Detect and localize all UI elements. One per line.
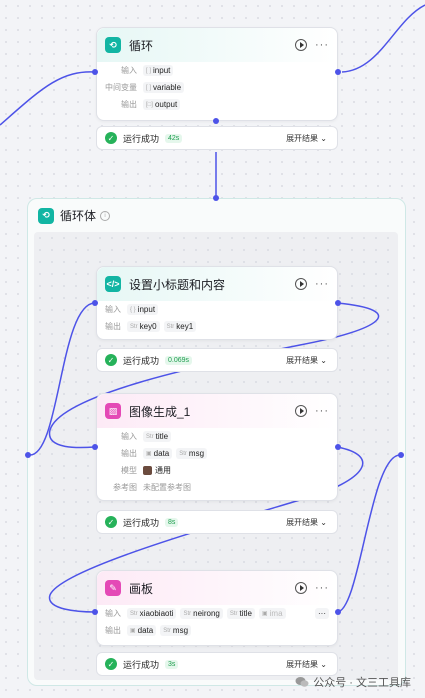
canvas-status: ✓ 运行成功 3s 展开结果 ⌄: [96, 652, 338, 676]
loop-body-title: 循环体: [60, 209, 97, 223]
subtitle-in-port[interactable]: [92, 300, 98, 306]
image-gen-node-header: ▨ 图像生成_1 ···: [97, 394, 337, 428]
expand-result-button[interactable]: 展开结果 ⌄: [286, 517, 327, 527]
canvas-node-title: 画板: [129, 581, 154, 596]
canvas-icon: ✎: [105, 580, 121, 596]
edge-top-right: [341, 4, 425, 73]
loop-in-port[interactable]: [92, 69, 98, 75]
loop-icon: ⟲: [105, 37, 121, 53]
image-status: ✓ 运行成功 8s 展开结果 ⌄: [96, 510, 338, 534]
success-check-icon: ✓: [105, 132, 117, 144]
canvas-node-header: ✎ 画板 ···: [97, 571, 337, 605]
expand-result-button[interactable]: 展开结果 ⌄: [286, 355, 327, 365]
more-icon[interactable]: ···: [315, 39, 329, 51]
loop-variable-row: 中间变量 [ ]variable: [97, 79, 337, 96]
more-tags-button[interactable]: ···: [315, 608, 329, 619]
wechat-icon: [295, 677, 309, 687]
loop-icon: ⟲: [38, 207, 54, 224]
loop-body-top-port[interactable]: [213, 195, 219, 201]
more-icon[interactable]: ···: [315, 405, 329, 417]
subtitle-out-port[interactable]: [335, 300, 341, 306]
expand-result-button[interactable]: 展开结果 ⌄: [286, 659, 327, 669]
loop-node[interactable]: ⟲ 循环 ··· 输入 [ ]input 中间变量 [ ]variable 输出…: [96, 27, 338, 121]
loop-input-row: 输入 [ ]input: [97, 62, 337, 79]
loop-body-left-port[interactable]: [25, 452, 31, 458]
subtitle-input-row: 输入 { }input: [97, 301, 337, 318]
success-check-icon: ✓: [105, 354, 117, 366]
run-icon[interactable]: [295, 278, 307, 290]
loop-out-port[interactable]: [335, 69, 341, 75]
more-icon[interactable]: ···: [315, 582, 329, 594]
subtitle-node-header: </> 设置小标题和内容 ···: [97, 267, 337, 301]
loop-output-row: 输出 [□]output: [97, 96, 337, 113]
more-icon[interactable]: ···: [315, 278, 329, 290]
run-icon[interactable]: [295, 39, 307, 51]
variable-tag: { }input: [127, 304, 159, 315]
variable-tag: [□]output: [143, 99, 181, 110]
loop-bottom-port[interactable]: [213, 118, 219, 124]
run-icon[interactable]: [295, 405, 307, 417]
code-icon: </>: [105, 276, 121, 292]
image-out-port[interactable]: [335, 444, 341, 450]
subtitle-status: ✓ 运行成功 0.069s 展开结果 ⌄: [96, 348, 338, 372]
expand-result-button[interactable]: 展开结果 ⌄: [286, 133, 327, 143]
loop-body-header: ⟲ 循环体 i: [28, 199, 405, 232]
duration-badge: 3s: [165, 659, 179, 669]
subtitle-node-title: 设置小标题和内容: [129, 277, 226, 292]
image-icon: ▨: [105, 403, 121, 419]
image-in-port[interactable]: [92, 444, 98, 450]
variable-tag: ▣ima: [258, 608, 286, 619]
canvas-out-port[interactable]: [335, 609, 341, 615]
loop-status: ✓ 运行成功 42s 展开结果 ⌄: [96, 126, 338, 150]
variable-tag: [ ]input: [143, 65, 174, 76]
edge-left-in: [0, 71, 96, 126]
canvas-in-port[interactable]: [92, 609, 98, 615]
loop-node-title: 循环: [129, 38, 154, 53]
image-model-row: 模型 通用: [121, 466, 171, 475]
run-icon[interactable]: [295, 582, 307, 594]
variable-tag: ▣data: [143, 448, 173, 459]
model-avatar: [143, 466, 152, 475]
image-ref-row: 参考图 未配置参考图: [113, 483, 191, 492]
watermark: 公众号 · 文三工具库: [295, 674, 411, 690]
loop-node-header: ⟲ 循环 ···: [97, 28, 337, 62]
success-check-icon: ✓: [105, 658, 117, 670]
image-gen-node-title: 图像生成_1: [129, 404, 191, 419]
loop-body-right-port[interactable]: [398, 452, 404, 458]
variable-tag: ▣data: [127, 625, 157, 636]
success-check-icon: ✓: [105, 516, 117, 528]
variable-tag: [ ]variable: [143, 82, 185, 93]
duration-badge: 8s: [165, 517, 179, 527]
info-icon[interactable]: i: [100, 210, 111, 221]
duration-badge: 0.069s: [165, 355, 193, 365]
duration-badge: 42s: [165, 133, 183, 143]
